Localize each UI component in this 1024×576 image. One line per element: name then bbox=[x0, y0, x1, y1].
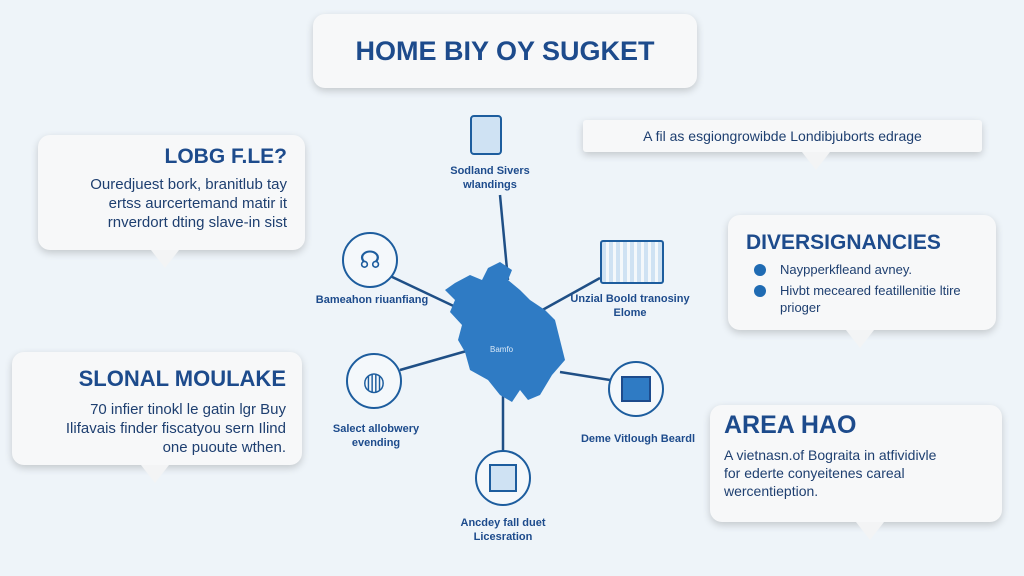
left-bottom-callout: SLONAL MOULAKE 70 infier tinokl le gatin… bbox=[12, 352, 302, 465]
document-icon bbox=[475, 450, 531, 506]
callout-line: 70 infier tinokl le gatin lgr Buy bbox=[90, 401, 286, 418]
callout-tail bbox=[141, 465, 169, 483]
left-top-callout: LOBG F.LE? Ouredjuest bork, branitlub ta… bbox=[38, 135, 305, 250]
bullet-item: Hivbt meceared featillenitie ltire priog… bbox=[754, 282, 996, 316]
bullet-text: Hivbt meceared featillenitie ltire priog… bbox=[780, 283, 961, 315]
computer-icon bbox=[600, 240, 664, 284]
top-right-callout: A fil as esgiongrowibde Londibjuborts ed… bbox=[583, 120, 982, 152]
bullet-icon bbox=[754, 285, 766, 297]
callout-tail bbox=[802, 152, 830, 170]
map-label: Bamfo bbox=[490, 345, 514, 354]
callout-line: ertss aurcertemand matir it bbox=[108, 195, 287, 212]
callout-line: Ilifavais finder fiscatyou sern Ilind bbox=[65, 420, 286, 437]
node-label: Ancdey fall duet Licesration bbox=[460, 517, 546, 543]
right-middle-callout: DIVERSIGNANCIES Naypperkfleand avney. Hi… bbox=[728, 215, 996, 330]
page-title: HOME BIY OY SUGKET bbox=[355, 35, 655, 66]
bullet-text: Naypperkfleand avney. bbox=[780, 262, 913, 277]
globe-icon: ◍ bbox=[346, 353, 402, 409]
callout-line: for ederte conyeitenes careal bbox=[724, 465, 905, 481]
node-label: Bameahon riuanfiang bbox=[315, 294, 429, 306]
callout-heading: LOBG F.LE? bbox=[164, 145, 288, 168]
country-map bbox=[445, 262, 565, 402]
callout-heading: SLONAL MOULAKE bbox=[78, 366, 286, 391]
callout-heading: AREA HAO bbox=[724, 411, 857, 439]
callout-tail bbox=[151, 250, 179, 268]
callout-line: A vietnasn.of Bograita in atfividivle bbox=[724, 447, 937, 463]
node-label: Salect allobwery evending bbox=[332, 423, 420, 449]
node-label: Unzial Boold tranosiny Elome bbox=[570, 293, 690, 319]
callout-text: A fil as esgiongrowibde Londibjuborts ed… bbox=[643, 127, 922, 144]
title-box: HOME BIY OY SUGKET bbox=[313, 14, 697, 88]
bullet-item: Naypperkfleand avney. bbox=[754, 261, 996, 278]
node-label: Sodland Sivers wlandings bbox=[450, 165, 530, 191]
callout-line: rnverdort dting slave-in sist bbox=[107, 214, 287, 231]
callout-line: one puoute wthen. bbox=[162, 439, 286, 456]
building-icon bbox=[470, 115, 502, 155]
printer-icon bbox=[608, 361, 664, 417]
callout-line: wercentieption. bbox=[724, 483, 819, 499]
right-bottom-callout: AREA HAO A vietnasn.of Bograita in atfiv… bbox=[710, 405, 1002, 522]
callout-line: Ouredjuest bork, branitlub tay bbox=[90, 176, 287, 193]
headset-icon: ☊ bbox=[342, 232, 398, 288]
bullet-icon bbox=[754, 264, 766, 276]
callout-tail bbox=[846, 330, 874, 348]
node-label: Deme Vitlough Beardl bbox=[580, 433, 696, 445]
callout-tail bbox=[856, 522, 884, 540]
callout-heading: DIVERSIGNANCIES bbox=[746, 231, 941, 254]
